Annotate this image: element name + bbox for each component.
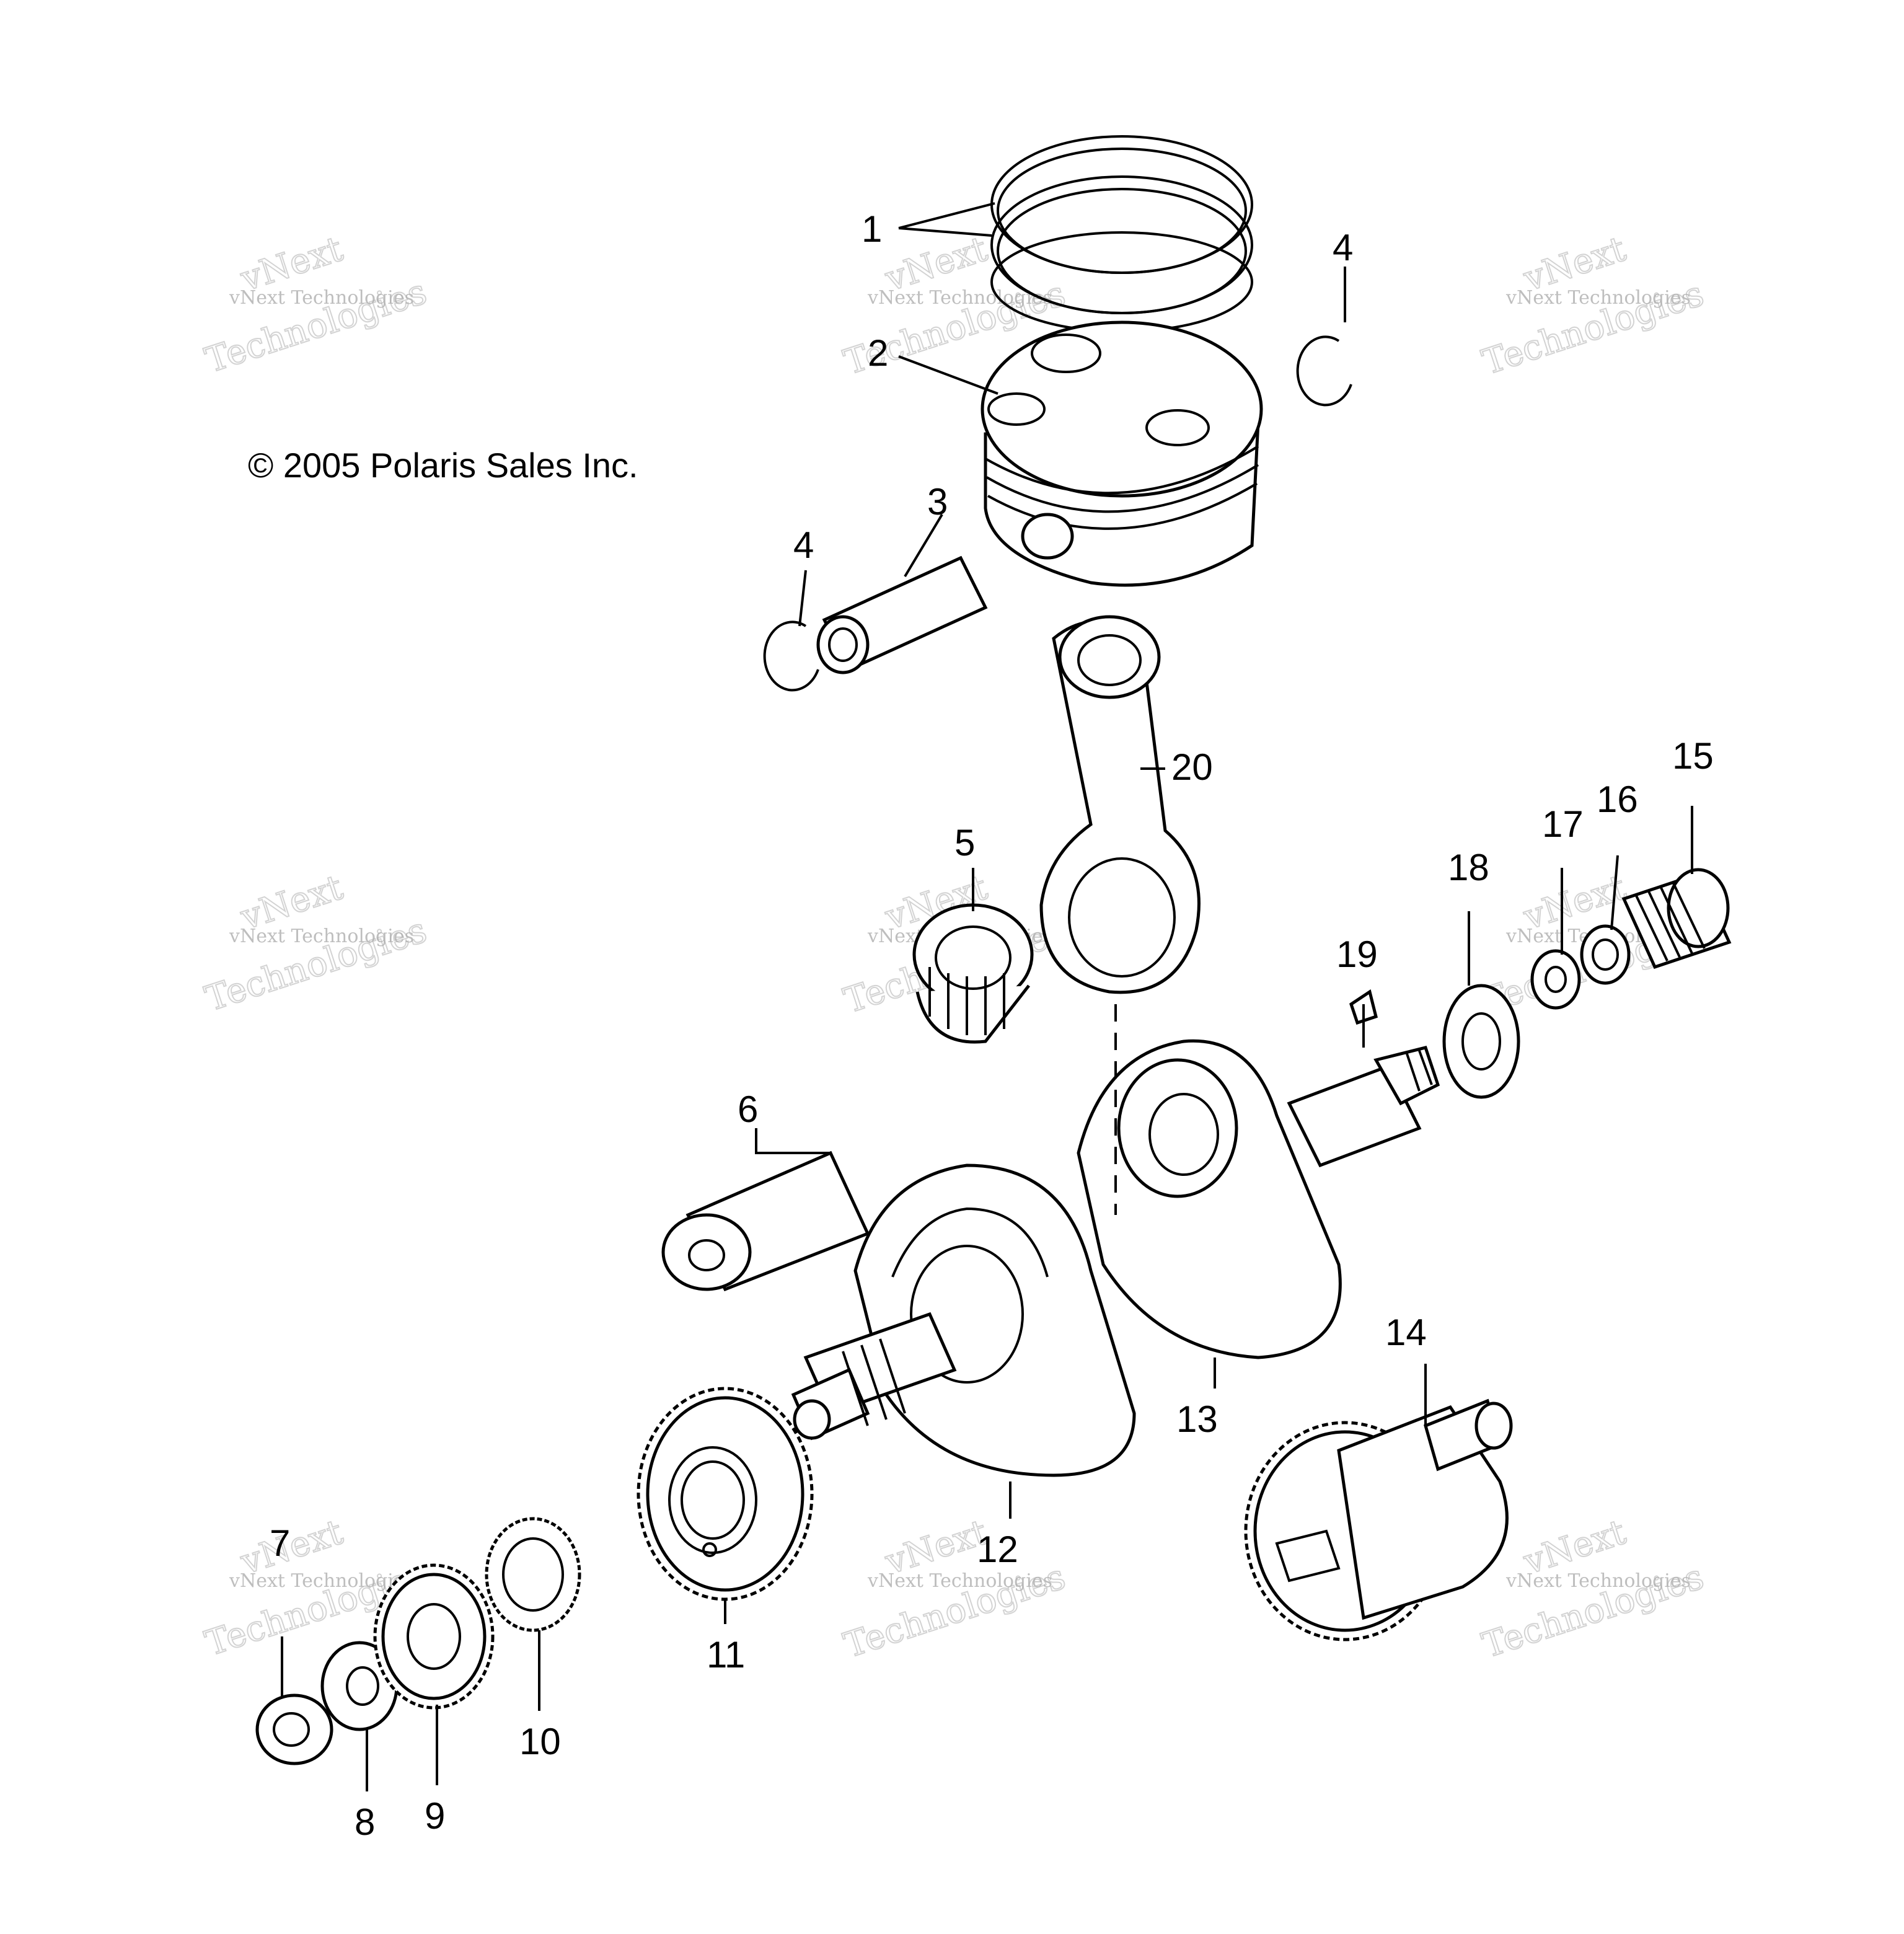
connecting-rod [1039,615,1201,994]
piston [981,320,1263,587]
callout-4-left: 4 [793,524,814,566]
wrist-pin [816,555,988,674]
callout-3: 3 [927,481,948,523]
gear-10 [485,1517,581,1632]
balance-shaft [1244,1398,1513,1641]
callout-9: 9 [425,1795,445,1837]
watermark-top-right: vNext vNext Technologies Technologies [1477,228,1709,384]
circlip-left [763,620,819,692]
thrust-washer-18 [1442,984,1520,1099]
callout-12: 12 [977,1529,1018,1570]
callout-16: 16 [1597,779,1638,820]
callout-8: 8 [355,1801,375,1843]
callout-18: 18 [1448,847,1489,888]
copyright-notice: © 2005 Polaris Sales Inc. [248,446,638,485]
callout-1: 1 [862,208,882,250]
callout-7: 7 [270,1522,290,1564]
svg-text:vNext Technologies: vNext Technologies [229,1570,414,1592]
needle-bearing-right [1621,868,1732,969]
callout-10: 10 [519,1721,561,1762]
svg-text:vNext Technologies: vNext Technologies [1505,287,1691,309]
callout-11: 11 [707,1634,745,1676]
callout-15: 15 [1672,735,1714,777]
callout-4-right: 4 [1333,227,1353,268]
svg-text:vNext Technologies: vNext Technologies [867,287,1052,309]
watermark-bottom-right: vNext vNext Technologies Technologies [1477,1511,1709,1667]
watermark-mid-left: vNext vNext Technologies Technologies [200,867,432,1020]
callout-20: 20 [1171,746,1213,788]
svg-text:vNext Technologies: vNext Technologies [229,287,414,309]
washer-17 [1530,949,1581,1010]
needle-bearing-small-end [912,903,1034,1044]
crank-pin [661,1150,870,1292]
watermark-top-left: vNext vNext Technologies Technologies [200,228,432,382]
svg-text:vNext Technologies: vNext Technologies [229,925,414,947]
nut-16 [1580,924,1631,985]
circlip-right [1296,335,1352,407]
callout-6: 6 [738,1088,758,1130]
callout-2: 2 [868,332,888,374]
svg-text:vNext Technologies: vNext Technologies [867,1570,1052,1592]
crankshaft-left-half [791,1163,1136,1477]
callout-14: 14 [1385,1312,1427,1353]
watermark-bottom-center: vNext vNext Technologies Technologies [839,1511,1071,1667]
callout-19: 19 [1336,934,1378,975]
callout-17: 17 [1542,803,1584,845]
crank-drive-gear [637,1387,814,1601]
callout-13: 13 [1176,1398,1218,1440]
nut-7 [255,1693,333,1765]
leader-lines [281,202,1693,1791]
crankshaft-right-half [1077,1039,1440,1359]
callout-5: 5 [954,822,975,863]
gear-9 [373,1563,495,1710]
callout-labels: 1 2 3 4 4 5 6 7 8 9 10 11 12 13 14 15 16… [270,208,1714,1843]
svg-text:vNext Technologies: vNext Technologies [1505,1570,1691,1592]
